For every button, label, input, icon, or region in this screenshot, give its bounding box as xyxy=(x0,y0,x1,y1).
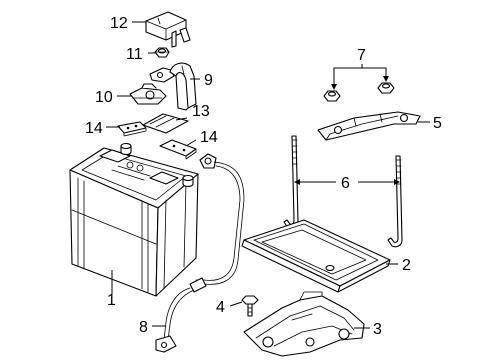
part-14-bracket-b xyxy=(159,139,197,160)
part-8-ground-cable xyxy=(155,153,245,353)
callout-14-left: 14 xyxy=(85,120,103,137)
part-12-terminal-cover xyxy=(145,11,191,48)
leader-lines xyxy=(106,21,430,329)
part-2-battery-tray xyxy=(241,219,391,293)
part-7-nuts xyxy=(323,82,395,102)
callout-3: 3 xyxy=(373,321,382,338)
callout-11: 11 xyxy=(126,46,143,63)
callout-10: 10 xyxy=(95,89,113,106)
part-10-terminal-clamp xyxy=(129,83,167,105)
callout-7: 7 xyxy=(357,47,366,64)
callout-5: 5 xyxy=(433,115,442,132)
part-6-hold-down-bolts xyxy=(283,135,403,248)
callout-9: 9 xyxy=(204,72,213,89)
callout-14-right: 14 xyxy=(200,129,218,146)
part-1-battery xyxy=(69,142,199,297)
part-13-pad xyxy=(142,113,189,134)
callout-12: 12 xyxy=(110,15,128,32)
callout-1: 1 xyxy=(107,292,116,309)
callout-8: 8 xyxy=(139,319,148,336)
callout-4: 4 xyxy=(216,299,225,316)
part-14-bracket-a xyxy=(117,121,147,137)
callout-6: 6 xyxy=(341,175,350,192)
part-11-nut xyxy=(154,47,170,58)
callout-2: 2 xyxy=(402,257,411,274)
part-9-battery-cable xyxy=(149,62,197,111)
part-4-bolt xyxy=(241,295,259,317)
part-3-battery-carrier xyxy=(243,291,365,357)
callout-labels: 1 2 3 4 5 6 7 8 9 10 11 12 13 14 14 xyxy=(85,15,442,338)
callout-13: 13 xyxy=(192,103,210,120)
part-5-hold-down-clamp xyxy=(317,111,421,141)
